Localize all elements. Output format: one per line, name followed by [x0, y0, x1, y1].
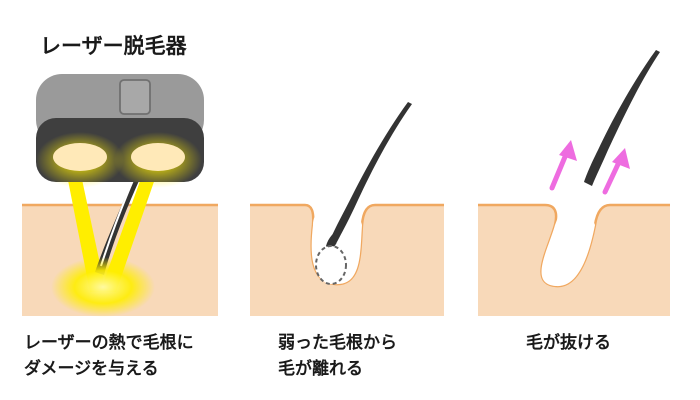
- detached-hair-root: [315, 245, 347, 285]
- up-arrow-icon: [602, 148, 630, 195]
- device-title: レーザー脱毛器: [40, 34, 187, 58]
- step-1-caption-line-1: レーザーの熱で毛根に: [24, 333, 194, 353]
- step-2-caption-line-2: 毛が離れる: [278, 359, 363, 379]
- step-3-caption: 毛が抜ける: [526, 330, 611, 356]
- up-arrow-icon: [549, 140, 577, 191]
- heated-follicle-glow: [51, 257, 155, 317]
- hair-strand-3: [584, 50, 660, 186]
- hair-strand-2: [326, 102, 412, 249]
- laser-hair-removal-device: [36, 74, 204, 188]
- step-2-caption-line-1: 弱った毛根から: [278, 333, 397, 353]
- step-1-caption: レーザーの熱で毛根に ダメージを与える: [24, 330, 194, 382]
- step-1-caption-line-2: ダメージを与える: [24, 359, 159, 379]
- step-3-caption-line-1: 毛が抜ける: [526, 333, 611, 353]
- step-2-caption: 弱った毛根から 毛が離れる: [278, 330, 397, 382]
- skin-panel-3: [478, 203, 670, 316]
